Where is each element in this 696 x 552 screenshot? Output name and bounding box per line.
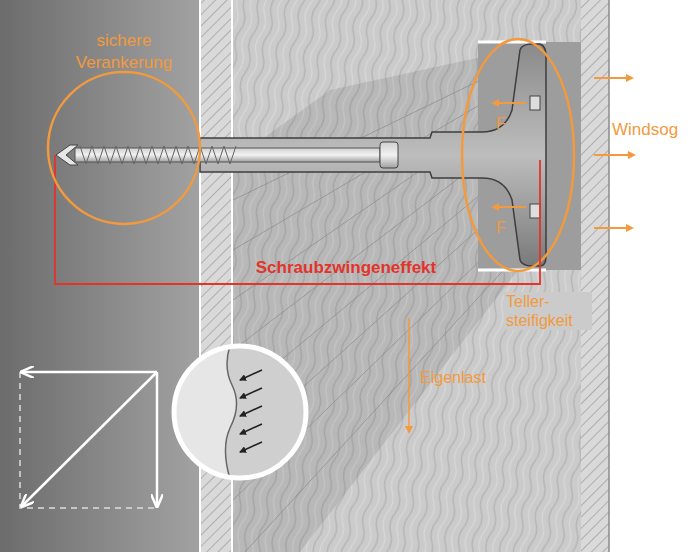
layer-edge <box>199 0 201 552</box>
wall <box>0 0 200 552</box>
force-label: F <box>496 114 516 133</box>
force-label: F <box>496 218 516 237</box>
wind-arrow <box>594 154 634 156</box>
circle-outline <box>48 72 200 224</box>
effect-label: Schraubzwingeneffekt <box>196 258 496 278</box>
force-vectors <box>20 372 158 508</box>
plate-pin <box>530 96 540 110</box>
render-layer <box>581 0 609 552</box>
screw-head <box>380 142 398 168</box>
layer-edge <box>608 0 610 552</box>
wind-arrow <box>594 77 632 79</box>
wind-label: Windsog <box>612 120 694 140</box>
wind-arrow <box>594 227 632 229</box>
plate-ellipse <box>462 39 574 271</box>
clamp-bracket <box>55 155 540 284</box>
magnifier <box>170 340 310 485</box>
load-arrow <box>408 318 410 432</box>
screw-tip <box>56 145 78 165</box>
screw-thread <box>80 146 236 164</box>
recess-edge <box>478 41 546 44</box>
force-arrow <box>493 102 526 104</box>
plate-label: Teller- steifigkeit <box>504 292 592 330</box>
anchor-circle: sichere Verankerung <box>36 30 212 232</box>
force-arrow <box>493 206 526 208</box>
circle-heading: sichere Verankerung <box>64 30 184 74</box>
plate-pin <box>530 204 540 218</box>
load-label: Eigenlast <box>420 368 520 387</box>
